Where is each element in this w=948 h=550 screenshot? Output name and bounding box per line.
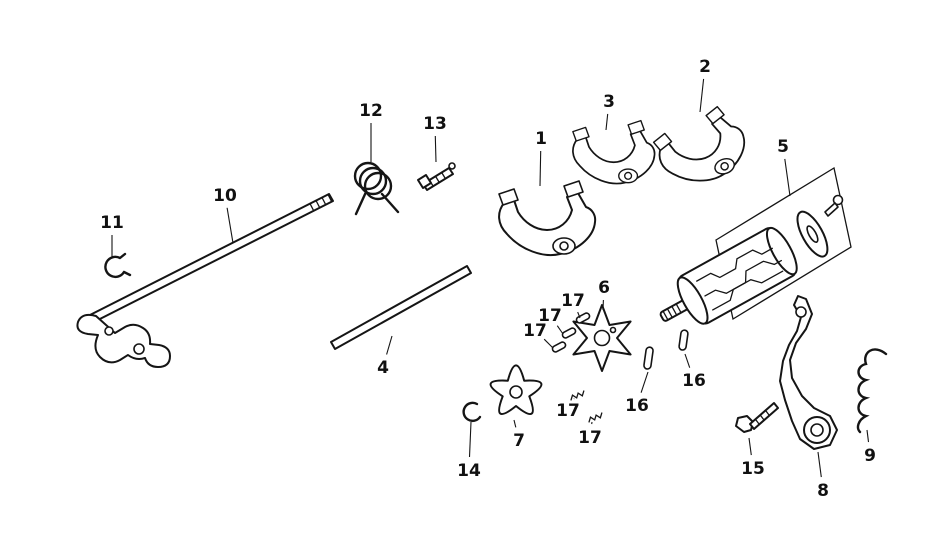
callout-part-8: 8 (817, 481, 829, 501)
part-4-fork-shaft-drawing (330, 265, 472, 350)
leader-line-part-17 (556, 325, 564, 335)
part-1-shift-fork-drawing (498, 180, 597, 257)
callout-part-17: 17 (556, 401, 580, 421)
callout-part-17: 17 (523, 321, 547, 341)
callout-part-15: 15 (741, 459, 765, 479)
callout-part-17: 17 (578, 428, 602, 448)
callout-part-2: 2 (699, 57, 711, 77)
callout-part-10: 10 (213, 186, 237, 206)
part-17-pins-springs-drawing (551, 312, 603, 423)
leader-line-part-16 (684, 353, 691, 368)
part-8-stopper-arm-drawing (779, 295, 838, 450)
part-13-stud-drawing (417, 162, 456, 191)
leader-line-part-14 (468, 421, 472, 458)
callout-part-12: 12 (359, 101, 383, 121)
leader-line-part-9 (866, 429, 870, 443)
callout-part-3: 3 (603, 92, 615, 112)
callout-part-7: 7 (513, 431, 525, 451)
callout-part-14: 14 (457, 461, 481, 481)
leader-line-part-4 (386, 335, 393, 355)
leader-line-part-17 (577, 311, 581, 319)
part-12-torsion-spring-drawing (353, 161, 400, 216)
part-16-dowel-pins-drawing (643, 329, 689, 370)
part-5-shift-drum-drawing (659, 210, 829, 325)
callout-part-16: 16 (682, 371, 706, 391)
part-11-clip-drawing (104, 252, 132, 279)
leader-line-part-5 (784, 158, 791, 197)
callout-part-5: 5 (777, 137, 789, 157)
screw-drawing (824, 194, 844, 217)
leader-line-part-17 (543, 338, 554, 349)
callout-part-6: 6 (598, 278, 610, 298)
part-2-shift-fork-drawing (648, 100, 755, 195)
part-6-star-cam-drawing (572, 304, 632, 372)
callout-part-1: 1 (535, 129, 547, 149)
callout-part-9: 9 (864, 446, 876, 466)
leader-line-part-13 (434, 135, 437, 163)
leader-line-part-15 (748, 437, 752, 456)
leader-line-part-16 (640, 371, 649, 393)
leader-line-part-10 (226, 207, 234, 244)
leader-line-part-1 (539, 150, 542, 187)
callout-part-11: 11 (100, 213, 124, 233)
callout-part-17: 17 (538, 306, 562, 326)
part-9-return-spring-drawing (856, 348, 888, 434)
leader-line-part-7 (513, 419, 517, 428)
callout-part-4: 4 (377, 358, 389, 378)
shift-pawl-drawing (76, 313, 171, 368)
part-3-shift-fork-drawing (571, 119, 656, 185)
leader-line-part-2 (699, 78, 705, 113)
callout-part-13: 13 (423, 114, 447, 134)
part-15-bolt-drawing (735, 402, 779, 433)
leader-line-part-3 (605, 113, 609, 131)
part-7-star-plate-drawing (489, 364, 543, 415)
callout-part-17: 17 (561, 291, 585, 311)
leader-line-part-8 (817, 451, 822, 478)
part-14-circlip-drawing (462, 401, 482, 422)
callout-part-16: 16 (625, 396, 649, 416)
